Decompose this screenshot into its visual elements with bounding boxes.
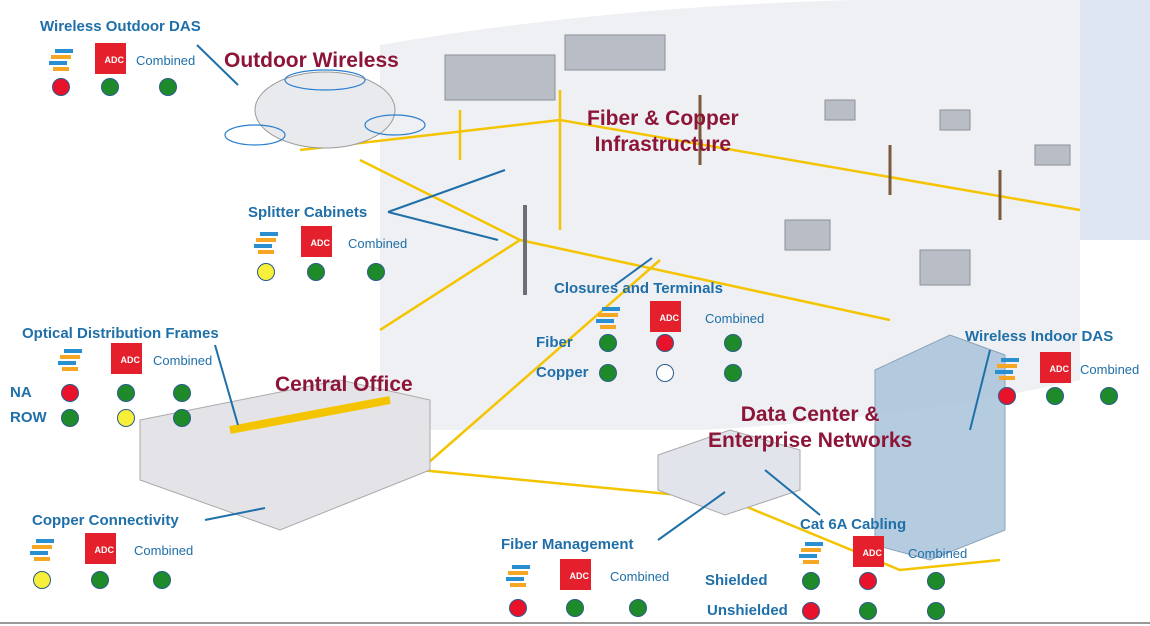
status-dot-green bbox=[367, 263, 385, 281]
status-dot-green bbox=[927, 572, 945, 590]
combined-label: Combined bbox=[1080, 362, 1140, 377]
status-dot-green bbox=[307, 263, 325, 281]
status-dot-green bbox=[802, 572, 820, 590]
heading-line: Infrastructure bbox=[594, 133, 732, 156]
adc-logo-icon: ADC bbox=[111, 343, 142, 374]
combined-label: Combined bbox=[348, 236, 408, 251]
commscope-logo-icon bbox=[28, 537, 56, 565]
commscope-logo-icon bbox=[56, 347, 84, 375]
row-label: Unshielded bbox=[707, 602, 788, 619]
commscope-logo-icon bbox=[594, 305, 622, 333]
status-dot-green bbox=[724, 364, 742, 382]
status-dot-green bbox=[1100, 387, 1118, 405]
adc-logo-icon: ADC bbox=[85, 533, 116, 564]
heading-text: Central Office bbox=[275, 373, 413, 396]
combined-label: Combined bbox=[908, 546, 968, 561]
adc-logo-icon: ADC bbox=[95, 43, 126, 74]
central-office-building bbox=[139, 379, 431, 531]
row-label: NA bbox=[10, 384, 32, 401]
combined-label: Combined bbox=[134, 543, 194, 558]
status-dot-green bbox=[153, 571, 171, 589]
heading-line: Fiber & Copper bbox=[587, 107, 739, 130]
status-dot-red bbox=[802, 602, 820, 620]
wireless-signals bbox=[224, 69, 426, 146]
houses bbox=[444, 34, 1071, 286]
wireless-indoor-das-title: Wireless Indoor DAS bbox=[965, 328, 1114, 345]
row-label: Fiber bbox=[536, 334, 573, 351]
utility-poles bbox=[698, 95, 1002, 220]
adc-logo-icon: ADC bbox=[560, 559, 591, 590]
commscope-logo-icon bbox=[47, 47, 75, 75]
combined-label: Combined bbox=[153, 353, 213, 368]
heading-data-center: Data Center & Enterprise Networks bbox=[708, 402, 912, 454]
status-dot-green bbox=[117, 384, 135, 402]
stadium bbox=[254, 71, 396, 149]
cable-lines bbox=[299, 90, 1081, 572]
adc-logo-icon: ADC bbox=[650, 301, 681, 332]
status-dot-green bbox=[859, 602, 877, 620]
status-dot-green bbox=[101, 78, 119, 96]
optical-distribution-frames-title: Optical Distribution Frames bbox=[22, 325, 219, 342]
row-label: ROW bbox=[10, 409, 47, 426]
status-dot-green bbox=[173, 409, 191, 427]
status-dot-red bbox=[61, 384, 79, 402]
status-dot-green bbox=[566, 599, 584, 617]
cat6a-cabling-title: Cat 6A Cabling bbox=[800, 516, 907, 533]
status-dot-red bbox=[656, 334, 674, 352]
splitter-cabinets-title: Splitter Cabinets bbox=[248, 204, 368, 221]
status-dot-green bbox=[159, 78, 177, 96]
combined-label: Combined bbox=[610, 569, 670, 584]
wireless-outdoor-das-title: Wireless Outdoor DAS bbox=[40, 18, 201, 35]
status-dot-green bbox=[629, 599, 647, 617]
landscape-ground bbox=[380, 0, 1080, 430]
status-dot-green bbox=[91, 571, 109, 589]
heading-central-office: Central Office bbox=[275, 372, 413, 398]
heading-text: Outdoor Wireless bbox=[224, 49, 399, 72]
bottom-rule bbox=[0, 622, 1150, 624]
status-dot-red bbox=[509, 599, 527, 617]
heading-line: Enterprise Networks bbox=[708, 429, 913, 452]
commscope-logo-icon bbox=[504, 563, 532, 591]
heading-outdoor-wireless: Outdoor Wireless bbox=[224, 48, 399, 74]
status-dot-green bbox=[1046, 387, 1064, 405]
heading-line: Data Center & bbox=[740, 403, 880, 426]
adc-logo-icon: ADC bbox=[301, 226, 332, 257]
sky bbox=[1080, 0, 1150, 240]
closures-terminals-title: Closures and Terminals bbox=[554, 280, 723, 297]
enterprise-box bbox=[657, 429, 801, 516]
row-label: Copper bbox=[536, 364, 589, 381]
callout-lines bbox=[196, 44, 991, 541]
status-dot-green bbox=[927, 602, 945, 620]
status-dot-red bbox=[52, 78, 70, 96]
combined-label: Combined bbox=[136, 53, 196, 68]
status-dot-green bbox=[599, 364, 617, 382]
co-cable-tray bbox=[229, 396, 391, 434]
status-dot-red bbox=[859, 572, 877, 590]
status-dot-none bbox=[656, 364, 674, 382]
status-dot-green bbox=[173, 384, 191, 402]
adc-logo-icon: ADC bbox=[1040, 352, 1071, 383]
status-dot-red bbox=[998, 387, 1016, 405]
fiber-management-title: Fiber Management bbox=[501, 536, 634, 553]
commscope-logo-icon bbox=[797, 540, 825, 568]
adc-logo-icon: ADC bbox=[853, 536, 884, 567]
status-dot-yellow bbox=[117, 409, 135, 427]
status-dot-green bbox=[724, 334, 742, 352]
copper-connectivity-title: Copper Connectivity bbox=[32, 512, 179, 529]
commscope-logo-icon bbox=[993, 356, 1021, 384]
row-label: Shielded bbox=[705, 572, 768, 589]
status-dot-green bbox=[61, 409, 79, 427]
combined-label: Combined bbox=[705, 311, 765, 326]
status-dot-green bbox=[599, 334, 617, 352]
status-dot-yellow bbox=[257, 263, 275, 281]
status-dot-yellow bbox=[33, 571, 51, 589]
commscope-logo-icon bbox=[252, 230, 280, 258]
